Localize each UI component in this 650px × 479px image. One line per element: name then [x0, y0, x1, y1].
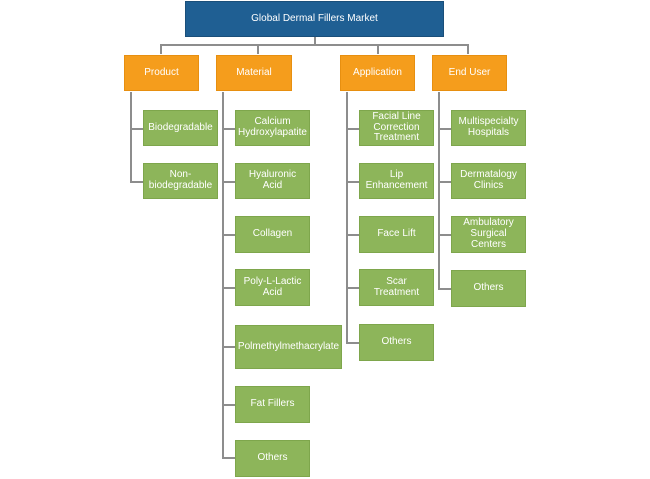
- face-lift-node: Face Lift: [359, 216, 434, 253]
- material-child-connector-7: [222, 457, 235, 459]
- non-biodegradable-node: Non- biodegradable: [143, 163, 218, 199]
- application-child-connector-3: [346, 234, 359, 236]
- material-child-connector-1: [222, 128, 235, 130]
- fat-fillers-node: Fat Fillers: [235, 386, 310, 423]
- end-user-child-connector-2: [438, 181, 451, 183]
- application-category-box: Application: [340, 55, 415, 91]
- collagen-node: Collagen: [235, 216, 310, 253]
- application-child-connector-2: [346, 181, 359, 183]
- end-user-child-connector-4: [438, 288, 451, 290]
- application-child-connector-4: [346, 287, 359, 289]
- material-others-node: Others: [235, 440, 310, 477]
- end-user-others-node: Others: [451, 270, 526, 307]
- application-child-connector-5: [346, 342, 359, 344]
- end-user-child-connector-3: [438, 234, 451, 236]
- material-child-connector-5: [222, 346, 235, 348]
- end-user-category-box: End User: [432, 55, 507, 91]
- end-user-branch-line: [438, 92, 440, 289]
- material-category-box: Material: [216, 55, 292, 91]
- material-child-connector-4: [222, 287, 235, 289]
- product-child-connector-1: [130, 128, 143, 130]
- end-user-child-connector-1: [438, 128, 451, 130]
- facial-line-correction-treatment-node: Facial Line Correction Treatment: [359, 110, 434, 146]
- material-branch-line: [222, 92, 224, 458]
- product-vertical-connector: [160, 44, 162, 54]
- multispecialty-hospitals-node: Multispecialty Hospitals: [451, 110, 526, 146]
- poly-l-lactic-acid-node: Poly-L-Lactic Acid: [235, 269, 310, 306]
- market-title-box: Global Dermal Fillers Market: [185, 1, 444, 37]
- lip-enhancement-node: Lip Enhancement: [359, 163, 434, 199]
- polmethylmethacrylate-node: Polmethylmethacrylate: [235, 325, 342, 369]
- root-vertical-connector: [314, 36, 316, 44]
- ambulatory-surgical-centers-node: Ambulatory Surgical Centers: [451, 216, 526, 253]
- material-child-connector-3: [222, 234, 235, 236]
- calcium-hydroxylapatite-node: Calcium Hydroxylapatite: [235, 110, 310, 146]
- category-horizontal-connector: [160, 44, 469, 46]
- application-vertical-connector: [377, 44, 379, 54]
- dermatalogy-clinics-node: Dermatalogy Clinics: [451, 163, 526, 199]
- application-others-node: Others: [359, 324, 434, 361]
- product-child-connector-2: [130, 181, 143, 183]
- product-category-box: Product: [124, 55, 199, 91]
- material-vertical-connector: [257, 44, 259, 54]
- application-child-connector-1: [346, 128, 359, 130]
- hyaluronic-acid-node: Hyaluronic Acid: [235, 163, 310, 199]
- product-branch-line: [130, 92, 132, 183]
- application-branch-line: [346, 92, 348, 343]
- scar-treatment-node: Scar Treatment: [359, 269, 434, 306]
- biodegradable-node: Biodegradable: [143, 110, 218, 146]
- material-child-connector-2: [222, 181, 235, 183]
- end-user-vertical-connector: [467, 44, 469, 54]
- material-child-connector-6: [222, 404, 235, 406]
